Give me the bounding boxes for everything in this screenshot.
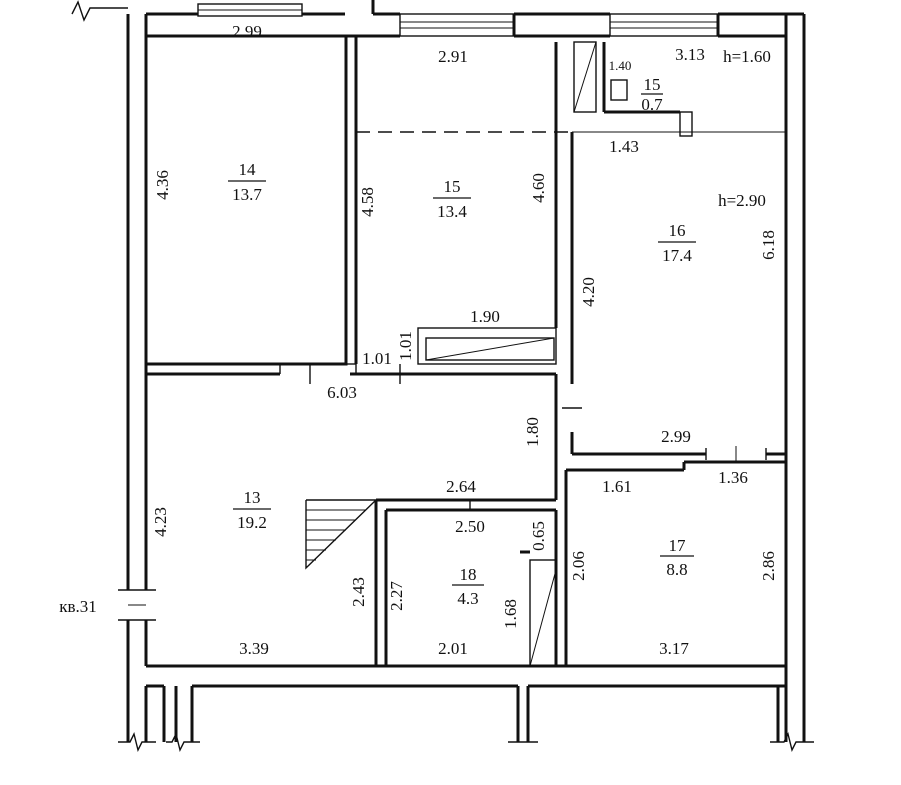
room-number: 17	[669, 536, 687, 555]
dim-r18-top: 2.50	[455, 517, 485, 536]
dim-r15-left: 4.58	[358, 187, 377, 217]
dimension-labels: 2.99 4.36 2.91 4.58 4.60 1.90 3.13 1.40 …	[151, 22, 778, 658]
dim-r18-right: 1.68	[501, 599, 520, 629]
dim-r13-bottom: 3.39	[239, 639, 269, 658]
room-label-closet: 15 0.7	[641, 75, 663, 114]
neighbor-apartment-label: кв.31	[59, 597, 97, 616]
room-number: 15	[444, 177, 461, 196]
dim-r14-top: 2.99	[232, 22, 262, 41]
room-area: 17.4	[662, 246, 692, 265]
dim-r16-bottom: 2.99	[661, 427, 691, 446]
room-number: 13	[244, 488, 261, 507]
room-area: 13.4	[437, 202, 467, 221]
room-labels: 14 13.7 15 13.4 16 17.4 13 19.2 18 4.3 1…	[228, 75, 696, 608]
room-label-17: 17 8.8	[660, 536, 694, 579]
dim-r16-left: 4.20	[579, 277, 598, 307]
dim-hall-a: 1.01	[362, 349, 392, 368]
room-number: 18	[460, 565, 477, 584]
dim-r17-top-right: 1.36	[718, 468, 748, 487]
dim-r16-right: 6.18	[759, 230, 778, 260]
dim-r17-left: 2.06	[569, 551, 588, 581]
dim-r17-bottom: 3.17	[659, 639, 689, 658]
interior-walls	[144, 34, 786, 667]
dim-r15-bottom: 1.90	[470, 307, 500, 326]
dim-hall-c: 6.03	[327, 383, 357, 402]
dim-closet-side: 1.40	[609, 58, 632, 73]
dim-r13-top: 2.64	[446, 477, 476, 496]
room-number: 16	[669, 221, 686, 240]
dim-hall-d: 1.80	[523, 417, 542, 447]
room-label-15: 15 13.4	[433, 177, 471, 221]
dim-r16-top: 1.43	[609, 137, 639, 156]
dim-r15-right: 4.60	[529, 173, 548, 203]
dim-r18-left: 2.27	[387, 581, 406, 611]
dim-r14-side: 4.36	[153, 170, 172, 200]
dim-r13-left: 4.23	[151, 507, 170, 537]
dim-r18-bottom: 2.01	[438, 639, 468, 658]
dim-r18-small: 0.65	[529, 521, 548, 551]
room-label-14: 14 13.7	[228, 160, 266, 204]
room-label-16: 16 17.4	[658, 221, 696, 265]
room-area: 0.7	[641, 95, 663, 114]
room-area: 13.7	[232, 185, 262, 204]
dim-r16-height: h=2.90	[718, 191, 766, 210]
room-number: 15	[644, 75, 661, 94]
dim-closet-top: 3.13	[675, 45, 705, 64]
dim-r13-stair: 2.43	[349, 577, 368, 607]
dim-r17-right: 2.86	[759, 551, 778, 581]
room-label-13: 13 19.2	[233, 488, 271, 532]
dim-closet-height: h=1.60	[723, 47, 771, 66]
dim-hall-b: 1.01	[396, 331, 415, 361]
room-area: 8.8	[666, 560, 687, 579]
room-label-18: 18 4.3	[452, 565, 484, 608]
room-number: 14	[239, 160, 257, 179]
room-area: 19.2	[237, 513, 267, 532]
dim-r17-top-left: 1.61	[602, 477, 632, 496]
room-area: 4.3	[457, 589, 478, 608]
dim-r15-top: 2.91	[438, 47, 468, 66]
